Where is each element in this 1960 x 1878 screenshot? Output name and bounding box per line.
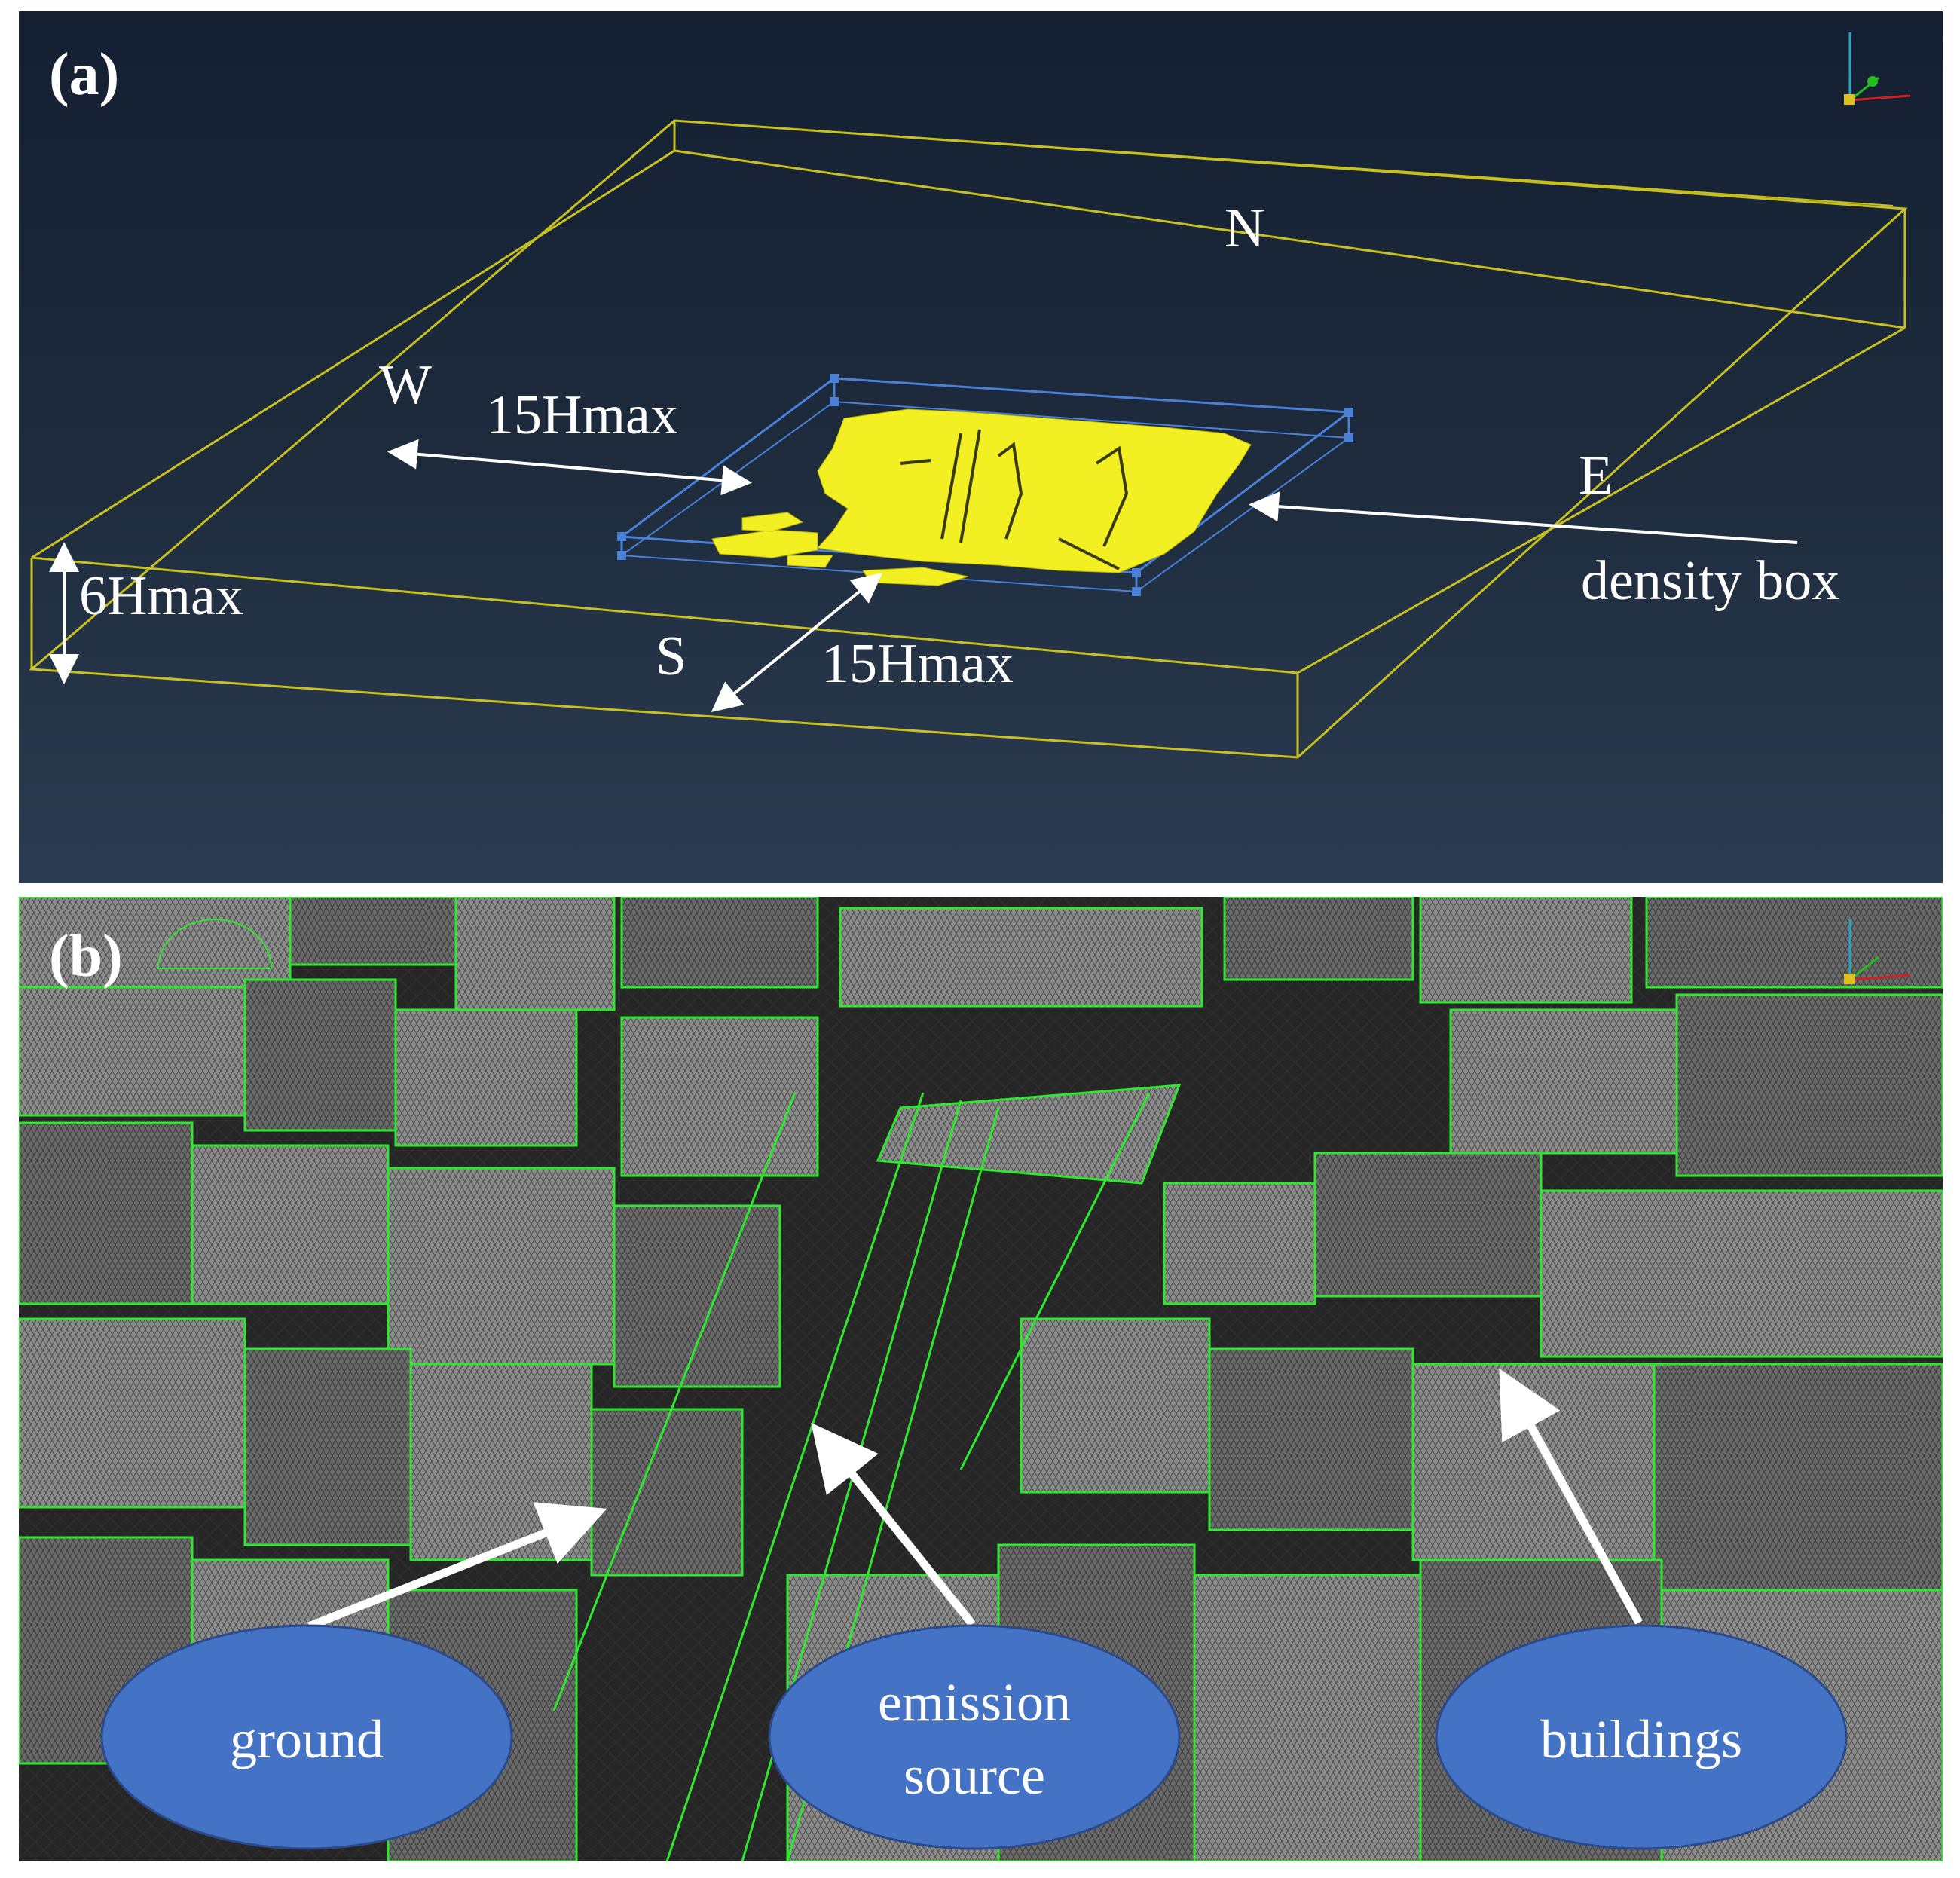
dome-structure — [157, 919, 273, 969]
west-label: W — [379, 354, 432, 416]
emission-source-callout-line2: source — [904, 1745, 1045, 1806]
panel-a-label: (a) — [49, 41, 119, 108]
buildings-callout-arrow — [1499, 1368, 1643, 1625]
building-cluster-shading — [900, 429, 1129, 570]
panel-b-mesh-view: ground emission source buildings (b) — [19, 897, 1943, 1861]
buildings-callout-label: buildings — [1540, 1709, 1742, 1769]
top-dimension-arrow — [387, 439, 752, 496]
east-label: E — [1579, 445, 1613, 506]
computational-domain-box — [29, 119, 1908, 759]
panel-a-domain-overview: (a) N W E S 15Hmax 15Hmax 6Hmax density … — [19, 11, 1943, 883]
emission-source-callout-arrow — [811, 1422, 976, 1627]
south-label: S — [656, 625, 686, 687]
ground-callout-label: ground — [230, 1709, 384, 1769]
emission-source-callout-line1: emission — [878, 1672, 1071, 1733]
urban-building-cluster — [711, 408, 1252, 586]
panel-b-label: (b) — [49, 923, 123, 989]
height-dimension-label: 6Hmax — [79, 565, 243, 627]
ground-callout-arrow — [307, 1502, 607, 1631]
density-box-label: density box — [1581, 550, 1839, 612]
axis-triad-a — [1844, 32, 1911, 105]
top-dimension-label: 15Hmax — [486, 384, 678, 446]
bottom-dimension-label: 15Hmax — [821, 633, 1014, 695]
panel-b-canvas: ground emission source buildings (b) — [19, 897, 1943, 1861]
bottom-dimension-arrow — [711, 572, 883, 713]
buildings-callout: buildings — [1435, 1624, 1848, 1850]
axis-triad-b — [1844, 919, 1911, 984]
emission-source-callout: emission source — [768, 1624, 1181, 1850]
ground-callout: ground — [100, 1624, 513, 1850]
density-box-pointer-arrow — [1249, 491, 1798, 544]
panel-a-canvas: (a) N W E S 15Hmax 15Hmax 6Hmax density … — [29, 32, 1911, 759]
north-label: N — [1225, 197, 1264, 259]
